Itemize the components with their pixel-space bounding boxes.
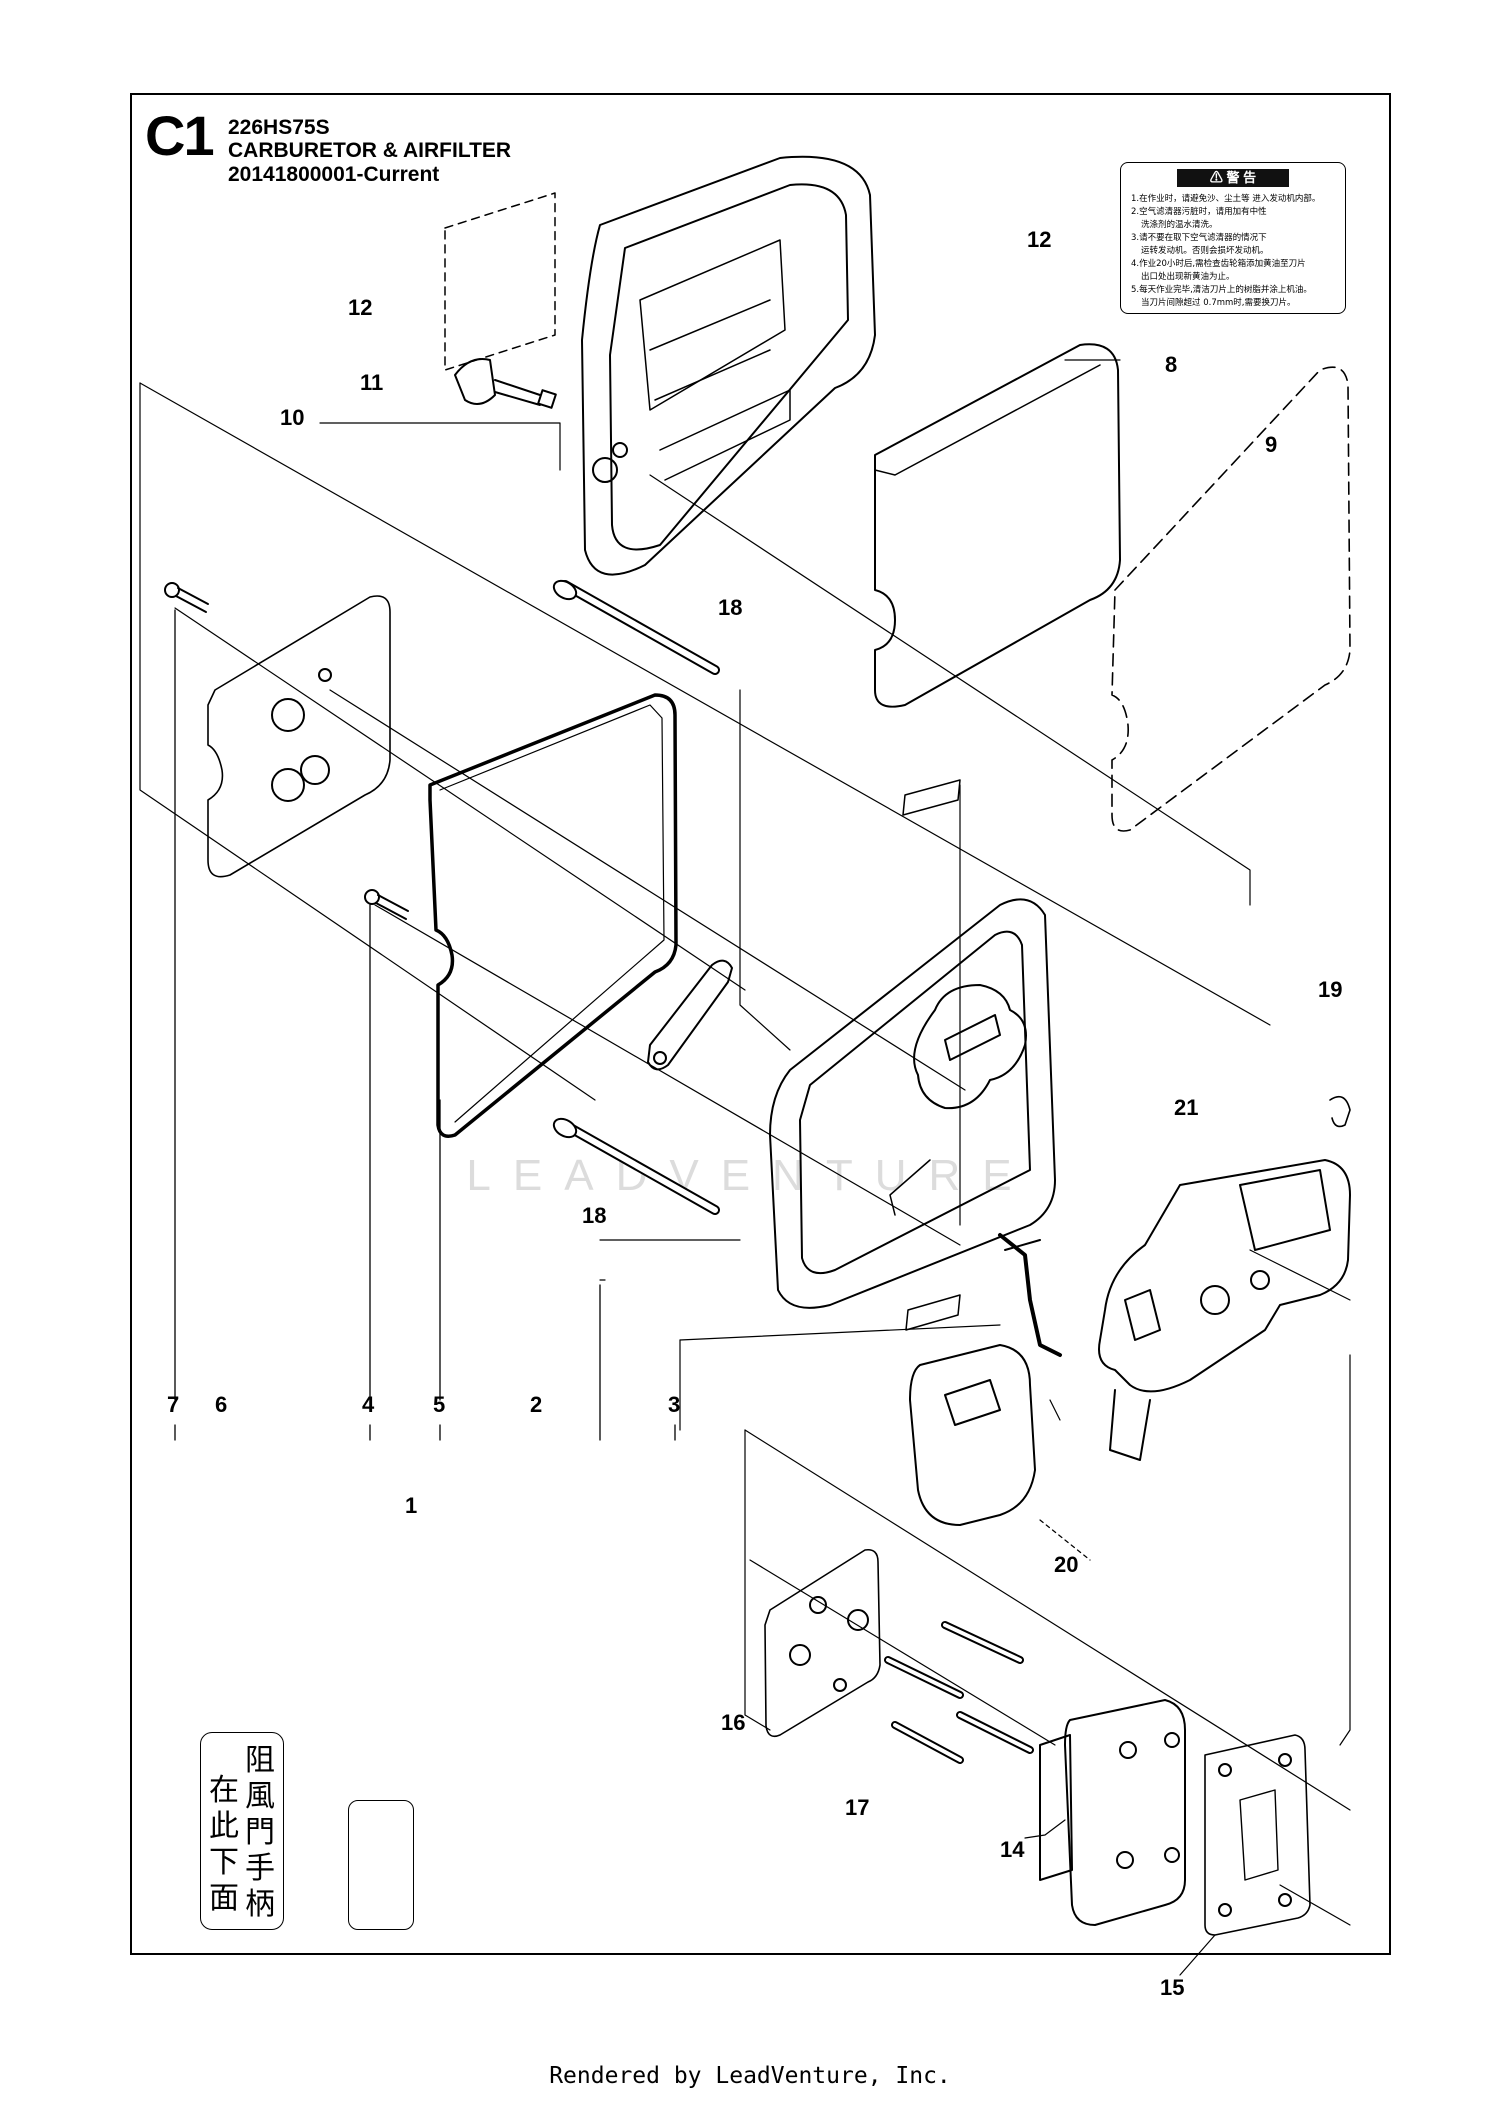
callout-12b: 12 xyxy=(1027,227,1051,252)
section-code: C1 xyxy=(145,104,215,167)
choke-rod-part-19[interactable] xyxy=(998,1233,1062,1357)
callout-17: 17 xyxy=(845,1795,869,1820)
insulator-part-14[interactable] xyxy=(1039,1699,1186,1926)
callout-20: 20 xyxy=(1054,1552,1078,1577)
callout-1: 1 xyxy=(405,1493,417,1518)
serial-range: 20141800001-Current xyxy=(228,163,440,186)
diagram-frame xyxy=(130,93,1391,1955)
gasket-part-6[interactable] xyxy=(207,595,391,878)
callout-21: 21 xyxy=(1174,1095,1198,1120)
footer-credit: Rendered by LeadVenture, Inc. xyxy=(549,2063,951,2089)
bolt-part-18a[interactable] xyxy=(551,577,720,675)
choke-lever-decal: 阻風門手柄 在此下面 xyxy=(200,1732,284,1930)
foam-filter-part-8[interactable] xyxy=(874,343,1121,708)
air-filter-base-part-2[interactable] xyxy=(769,898,1056,1309)
gasket-part-16[interactable] xyxy=(764,1548,881,1738)
warning-heading: ⚠ 警 告 xyxy=(1177,169,1289,187)
warning-line: 1.在作业时，请避免沙、尘土等 进入发动机内部。 xyxy=(1131,194,1321,204)
choke-label-right-column: 阻風門手柄 xyxy=(245,1743,275,1922)
callout-12a: 12 xyxy=(348,295,372,320)
callout-2: 2 xyxy=(530,1392,542,1417)
callout-7: 7 xyxy=(167,1392,179,1417)
callout-15: 15 xyxy=(1160,1975,1184,2000)
callout-4: 4 xyxy=(362,1392,375,1417)
callout-10: 10 xyxy=(280,405,304,430)
callout-9: 9 xyxy=(1265,432,1277,457)
warning-line: 3.请不要在取下空气滤清器的情况下 xyxy=(1131,233,1267,243)
carburetor-part-21[interactable] xyxy=(1098,1095,1351,1461)
callout-16: 16 xyxy=(721,1710,745,1735)
diagram-title: CARBURETOR & AIRFILTER xyxy=(228,139,512,162)
seal-ring-part-5[interactable] xyxy=(428,693,678,1138)
callout-19: 19 xyxy=(1318,977,1342,1002)
warning-line: 出口处出现新黄油为止。 xyxy=(1141,272,1235,282)
gasket-part-15[interactable] xyxy=(1204,1734,1311,1936)
screw-part-7[interactable] xyxy=(164,582,209,613)
link-lever-part-3[interactable] xyxy=(647,959,733,1071)
watermark-text: LEADVENTURE xyxy=(466,1151,1033,1200)
callout-8: 8 xyxy=(1165,352,1177,377)
choke-cover-part-20[interactable] xyxy=(909,1344,1036,1526)
decal-part-12a[interactable] xyxy=(444,192,556,371)
callout-stubs xyxy=(174,609,676,1441)
leader-lines xyxy=(139,359,1351,1976)
callout-18b: 18 xyxy=(582,1203,606,1228)
callout-11: 11 xyxy=(360,370,383,395)
warning-decal: ⚠ 警 告 1.在作业时，请避免沙、尘土等 进入发动机内部。 2.空气滤清器污脏… xyxy=(1120,162,1346,314)
choke-label-left-column: 在此下面 xyxy=(209,1773,239,1916)
decal-part-12c[interactable] xyxy=(902,779,961,1331)
lever-direction-decal xyxy=(348,1800,414,1930)
callout-14: 14 xyxy=(1000,1837,1025,1862)
air-filter-cover-part-10[interactable] xyxy=(581,155,876,576)
bolt-part-18b[interactable] xyxy=(551,1115,720,1215)
screw-part-4[interactable] xyxy=(364,889,409,920)
callout-5: 5 xyxy=(433,1392,445,1417)
knob-part-11[interactable] xyxy=(454,358,557,409)
callout-18a: 18 xyxy=(718,595,742,620)
model-number: 226HS75S xyxy=(228,116,330,139)
callout-6: 6 xyxy=(215,1392,227,1417)
warning-line: 当刀片间隙超过 0.7mm时,需要换刀片。 xyxy=(1141,298,1296,308)
callout-labels: 12 12 11 10 8 9 18 18 19 21 7 6 4 5 2 3 … xyxy=(167,227,1342,2000)
bolts-part-17[interactable] xyxy=(884,1621,1034,1764)
warning-line: 5.每天作业完毕,清洁刀片上的树脂并涂上机油。 xyxy=(1131,285,1312,295)
warning-line: 运转发动机。否则会损坏发动机。 xyxy=(1141,246,1269,256)
warning-line: 洗涤剂的温水清洗。 xyxy=(1141,220,1218,230)
warning-line: 2.空气滤清器污脏时，请用加有中性 xyxy=(1131,207,1267,217)
callout-3: 3 xyxy=(668,1392,680,1417)
warning-line: 4.作业20小时后,需检查齿轮箱添加黄油至刀片 xyxy=(1131,259,1306,269)
pre-filter-part-9[interactable] xyxy=(1111,366,1351,832)
